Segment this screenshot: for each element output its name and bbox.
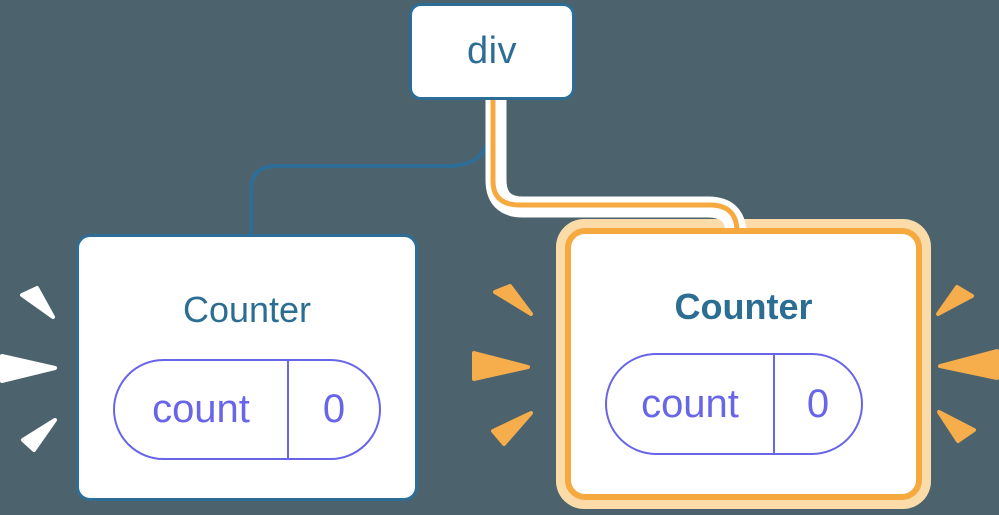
state-value: 0 xyxy=(773,355,861,453)
spark-white-top-icon xyxy=(20,286,55,319)
spark-orange-left-top-icon xyxy=(493,284,533,316)
spark-orange-right-bottom-icon xyxy=(937,410,976,443)
counter-title: Counter xyxy=(674,286,813,327)
state-key-label: count xyxy=(152,387,250,431)
root-node-label: div xyxy=(466,30,518,72)
connector-right-edge xyxy=(490,98,740,246)
spark-orange-right-middle-icon xyxy=(938,349,999,380)
spark-orange-left-middle-icon xyxy=(472,351,530,381)
root-node-div: div xyxy=(409,3,575,100)
connector-right-casing xyxy=(485,98,747,244)
state-pill: count 0 xyxy=(605,353,863,455)
spark-white-middle-icon xyxy=(0,354,57,383)
counter-card-left: Counter count 0 xyxy=(76,234,418,501)
counter-card-right-highlighted: Counter count 0 xyxy=(565,228,922,500)
state-pill: count 0 xyxy=(113,359,381,460)
spark-orange-right-top-icon xyxy=(936,285,974,316)
state-value: 0 xyxy=(287,361,379,458)
connector-left-edge xyxy=(249,99,491,242)
state-key-label: count xyxy=(641,381,739,426)
spark-orange-left-bottom-icon xyxy=(491,411,533,446)
counter-title: Counter xyxy=(182,289,312,330)
spark-white-bottom-icon xyxy=(21,418,57,452)
